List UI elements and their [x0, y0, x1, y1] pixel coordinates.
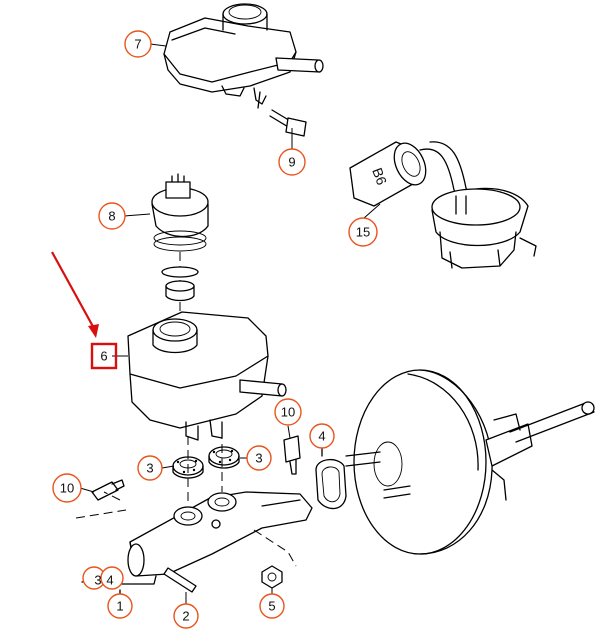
callout-1: 1: [107, 593, 133, 619]
pressure-sensor-right-part-10: [283, 435, 301, 475]
callout-6: 6: [100, 349, 107, 364]
callout-4-gasket: 4: [309, 423, 335, 449]
svg-text:15: 15: [356, 225, 370, 240]
svg-text:10: 10: [281, 405, 295, 420]
pin-part-2: [163, 567, 197, 593]
highlight-arrow: [51, 251, 99, 338]
group-label-3-4: 3 4: [82, 566, 124, 590]
svg-text:5: 5: [268, 599, 275, 614]
sensor-marking: B6: [369, 166, 390, 188]
brake-booster: [345, 369, 595, 555]
gasket-part-4: [315, 431, 347, 510]
pressure-sensor-left-part-10: [91, 479, 125, 501]
svg-text:3: 3: [255, 451, 262, 466]
master-cylinder: [127, 491, 313, 577]
callout-8: 8: [98, 202, 126, 230]
svg-text:2: 2: [182, 609, 189, 624]
sensor-part-15: B6: [349, 141, 537, 269]
svg-text:9: 9: [288, 155, 295, 170]
svg-text:3: 3: [94, 573, 101, 588]
svg-text:4: 4: [318, 429, 325, 444]
callout-15: 15: [348, 217, 378, 247]
svg-text:8: 8: [108, 209, 115, 224]
callout-3-right: 3: [246, 445, 272, 471]
callout-5: 5: [259, 593, 285, 619]
callout-10-right: 10: [274, 398, 302, 426]
svg-text:7: 7: [134, 37, 141, 52]
callout-2: 2: [173, 603, 199, 629]
highlight-box: [90, 342, 118, 370]
svg-text:6: 6: [100, 349, 107, 364]
callout-9: 9: [278, 148, 306, 176]
callout-7: 7: [124, 30, 152, 58]
reservoir-main: [127, 311, 287, 441]
svg-text:1: 1: [116, 599, 123, 614]
nut-part-5: [261, 565, 283, 589]
callout-10-left: 10: [52, 473, 82, 503]
svg-text:3: 3: [146, 461, 153, 476]
svg-text:4: 4: [106, 573, 113, 588]
callout-3-left: 3: [137, 455, 163, 481]
svg-text:10: 10: [60, 481, 74, 496]
cap-part-8: [151, 173, 209, 316]
reservoir-upper: [163, 3, 324, 105]
screw-part-9: [257, 91, 307, 137]
seal-right-part-3: [208, 446, 240, 469]
